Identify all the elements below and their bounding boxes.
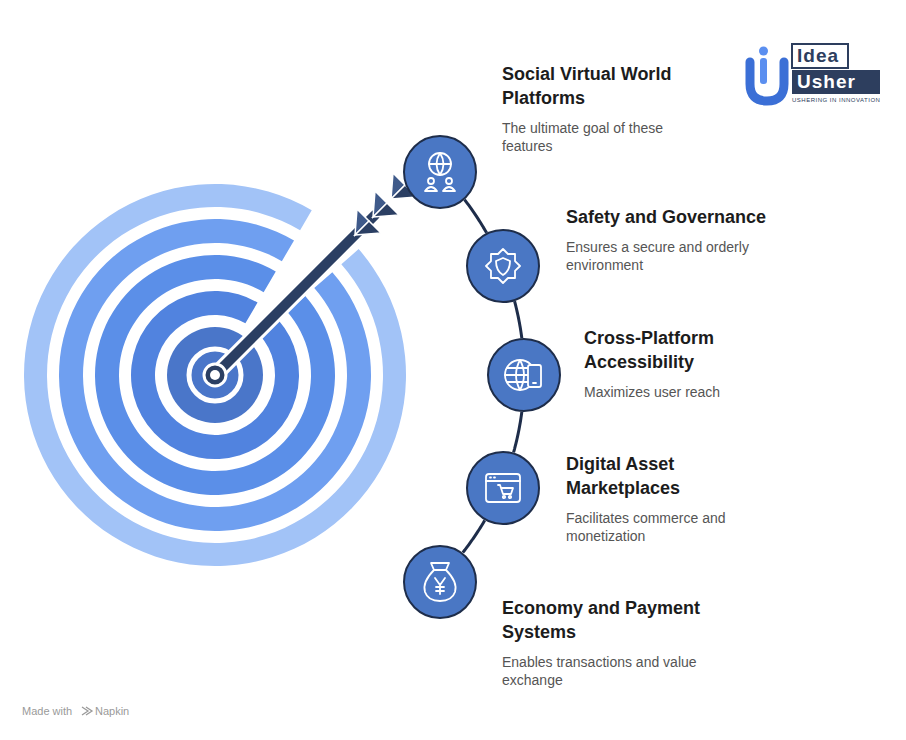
timeline-connector bbox=[465, 200, 487, 233]
timeline-connector bbox=[515, 301, 522, 338]
icon-circle bbox=[402, 544, 478, 620]
logo-mark bbox=[750, 44, 880, 101]
icon-circle bbox=[402, 134, 478, 210]
node-heading: Economy and Payment Systems bbox=[502, 596, 732, 644]
node-heading: Social Virtual World Platforms bbox=[502, 62, 702, 110]
milestone-node: Digital Asset MarketplacesFacilitates co… bbox=[465, 452, 756, 549]
node-icon bbox=[425, 153, 455, 191]
node-description: Enables transactions and value exchange bbox=[502, 653, 722, 689]
node-heading: Cross-Platform Accessibility bbox=[584, 326, 734, 374]
logo-text: USHERING IN INNOVATION bbox=[792, 96, 880, 104]
icon-circle bbox=[465, 228, 541, 304]
milestone-node: Economy and Payment SystemsEnables trans… bbox=[402, 546, 732, 693]
node-description: Facilitates commerce and monetization bbox=[566, 509, 756, 545]
icon-circle bbox=[465, 450, 541, 526]
node-description: Maximizes user reach bbox=[584, 383, 774, 401]
node-icon bbox=[486, 249, 520, 283]
timeline-connector bbox=[463, 520, 485, 552]
node-heading: Safety and Governance bbox=[566, 205, 856, 229]
arrow bbox=[204, 173, 417, 386]
logo-text: Usher bbox=[797, 70, 856, 94]
icon-circle bbox=[486, 337, 562, 413]
node-icon bbox=[486, 474, 520, 502]
target-ring bbox=[24, 184, 406, 566]
node-description: The ultimate goal of these features bbox=[502, 119, 702, 155]
watermark: Made with bbox=[22, 704, 72, 718]
node-icon bbox=[505, 360, 541, 390]
milestone-node: Social Virtual World PlatformsThe ultima… bbox=[402, 62, 702, 210]
milestone-node: Cross-Platform AccessibilityMaximizes us… bbox=[486, 326, 774, 413]
logo-text: Idea bbox=[797, 44, 839, 68]
node-heading: Digital Asset Marketplaces bbox=[566, 452, 716, 500]
node-description: Ensures a secure and orderly environment bbox=[566, 238, 776, 274]
timeline-connector bbox=[514, 412, 522, 452]
node-icon bbox=[424, 563, 455, 601]
watermark: Napkin bbox=[95, 704, 129, 718]
milestone-node: Safety and GovernanceEnsures a secure an… bbox=[465, 205, 856, 304]
napkin-logo bbox=[82, 707, 92, 715]
